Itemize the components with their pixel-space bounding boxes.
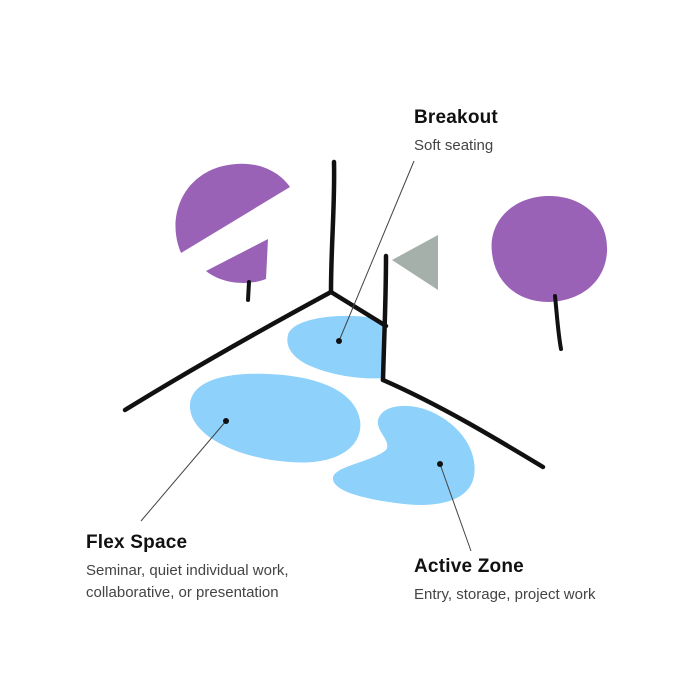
marker-dot-active bbox=[437, 461, 443, 467]
callout-title: Flex Space bbox=[86, 532, 188, 553]
callout-flex-space: Flex Space Seminar, quiet individual wor… bbox=[86, 532, 346, 604]
wall-front-vertical bbox=[380, 253, 389, 383]
tree-canopy bbox=[491, 195, 608, 302]
tree-trunk bbox=[553, 294, 563, 351]
callout-active-zone: Active Zone Entry, storage, project work bbox=[414, 556, 674, 606]
flag-icon bbox=[392, 235, 438, 290]
room-walls bbox=[122, 159, 546, 470]
wall-back-vertical bbox=[328, 159, 337, 295]
callout-breakout: Breakout Soft seating bbox=[414, 107, 498, 157]
tree-trunk bbox=[246, 280, 251, 302]
callout-description: Soft seating bbox=[414, 137, 494, 154]
zone-breakout-area bbox=[287, 315, 385, 379]
leader-lines bbox=[140, 160, 472, 552]
tree-icon bbox=[491, 195, 608, 351]
callout-title: Breakout bbox=[414, 107, 498, 128]
leader-breakout bbox=[338, 160, 415, 342]
zone-flex-area bbox=[189, 373, 361, 463]
zone-active-area bbox=[332, 405, 475, 505]
wall-left bbox=[122, 289, 334, 413]
callout-description: Seminar, quiet individual work, collabor… bbox=[86, 562, 289, 601]
leader-flex bbox=[140, 420, 227, 522]
callout-title: Active Zone bbox=[414, 556, 524, 577]
marker-dot-breakout bbox=[336, 338, 342, 344]
tree-canopy-lower bbox=[206, 239, 268, 283]
callout-description: Entry, storage, project work bbox=[414, 586, 596, 603]
leader-active bbox=[439, 463, 472, 552]
tree-icon bbox=[175, 163, 290, 302]
marker-dot-flex bbox=[223, 418, 229, 424]
wall-right bbox=[380, 377, 546, 470]
tree-canopy-upper bbox=[175, 163, 290, 253]
wall-top-right bbox=[328, 289, 389, 329]
